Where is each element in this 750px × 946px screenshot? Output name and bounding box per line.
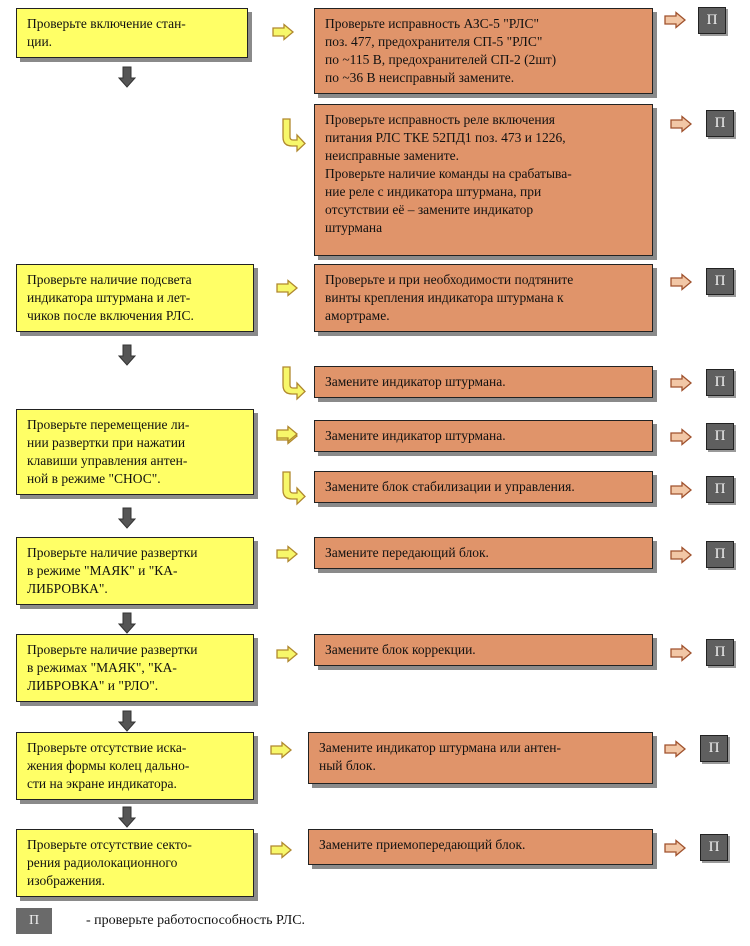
check-box-backlight: Проверьте наличие подсвета индикатора шт… — [16, 264, 254, 332]
right-arrow-icon — [664, 11, 687, 29]
right-arrow-icon — [270, 741, 293, 759]
check-rls-box: П — [706, 110, 734, 137]
action-box-indicator-screws: Проверьте и при необходимости подтяните … — [314, 264, 653, 332]
down-arrow-icon — [117, 66, 137, 88]
legend-symbol: П — [16, 908, 52, 934]
check-rls-box: П — [700, 834, 728, 861]
check-box-sweep-beacon: Проверьте наличие развертки в режиме "МА… — [16, 537, 254, 605]
action-box-replace-indicator-2: Замените индикатор штурмана. — [314, 420, 653, 452]
right-arrow-icon — [670, 481, 693, 499]
action-box-transceiver: Замените приемопередающий блок. — [308, 829, 653, 865]
check-box-range-rings: Проверьте отсутствие иска- жения формы к… — [16, 732, 254, 800]
check-rls-box: П — [706, 639, 734, 666]
curved-arrow-icon — [282, 471, 306, 506]
right-arrow-icon — [670, 374, 693, 392]
right-arrow-icon — [272, 23, 295, 41]
right-arrow-icon — [276, 279, 299, 297]
right-arrow-icon — [664, 740, 687, 758]
check-rls-box: П — [700, 735, 728, 762]
curved-arrow-icon — [282, 118, 306, 153]
down-arrow-icon — [117, 344, 137, 366]
right-arrow-icon — [670, 273, 693, 291]
legend-text: - проверьте работоспособность РЛС. — [86, 913, 306, 928]
curved-arrow-icon — [282, 366, 306, 401]
action-box-fuses: Проверьте исправность АЗС-5 "РЛС" поз. 4… — [314, 8, 653, 94]
action-box-correction: Замените блок коррекции. — [314, 634, 653, 666]
action-box-replace-indicator-1: Замените индикатор штурмана. — [314, 366, 653, 398]
check-rls-box: П — [706, 268, 734, 295]
right-arrow-icon — [270, 841, 293, 859]
check-rls-box: П — [706, 423, 734, 450]
action-box-indicator-or-antenna: Замените индикатор штурмана или антен- н… — [308, 732, 653, 784]
check-rls-box: П — [698, 7, 726, 34]
down-arrow-icon — [117, 612, 137, 634]
right-arrow-icon — [670, 428, 693, 446]
check-box-station-on: Проверьте включение стан- ции. — [16, 8, 248, 58]
right-arrow-icon — [276, 545, 299, 563]
down-arrow-icon — [117, 507, 137, 529]
right-arrow-icon — [276, 645, 299, 663]
check-rls-box: П — [706, 369, 734, 396]
check-rls-box: П — [706, 541, 734, 568]
right-arrow-icon — [670, 546, 693, 564]
right-arrow-icon — [664, 839, 687, 857]
action-box-stabilization: Замените блок стабилизации и управления. — [314, 471, 653, 503]
right-arrow-icon — [670, 115, 693, 133]
action-box-transmitter: Замените передающий блок. — [314, 537, 653, 569]
check-box-sectoring: Проверьте отсутствие секто- рения радиол… — [16, 829, 254, 897]
check-rls-box: П — [706, 476, 734, 503]
action-box-relay: Проверьте исправность реле включения пит… — [314, 104, 653, 256]
check-box-sweep-drift: Проверьте перемещение ли- нии развертки … — [16, 409, 254, 495]
right-arrow-icon — [276, 425, 299, 443]
check-box-sweep-modes: Проверьте наличие развертки в режимах "М… — [16, 634, 254, 702]
down-arrow-icon — [117, 806, 137, 828]
right-arrow-icon — [670, 644, 693, 662]
down-arrow-icon — [117, 710, 137, 732]
